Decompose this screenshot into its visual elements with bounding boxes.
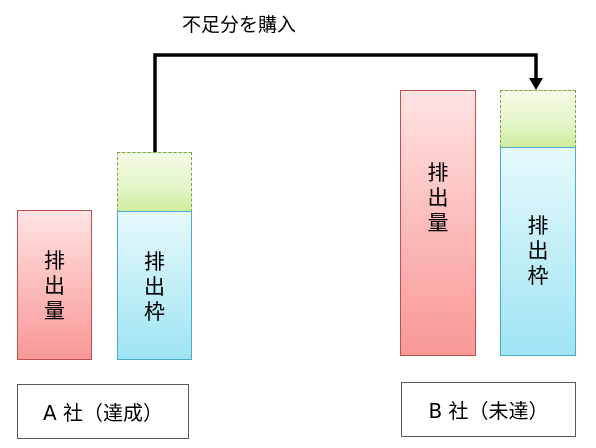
company-b-label-box: B 社（未達） xyxy=(401,382,576,437)
company-b-emission-bar: 排 出 量 xyxy=(400,90,476,356)
arrow-line xyxy=(153,53,538,152)
company-a-quota-label: 排 出 枠 xyxy=(144,250,165,324)
company-a-label: A 社（達成） xyxy=(42,401,164,425)
company-a-label-box: A 社（達成） xyxy=(17,384,189,439)
company-a-quota-bar: 排 出 枠 xyxy=(117,211,192,360)
company-b-quota-label: 排 出 枠 xyxy=(527,214,549,288)
company-b-shortfall-area xyxy=(500,90,576,148)
company-a-surplus-area xyxy=(117,152,192,212)
arrow-head xyxy=(529,78,543,90)
company-b-emission-label: 排 出 量 xyxy=(427,161,449,235)
company-a-emission-label: 排 出 量 xyxy=(44,249,65,323)
company-b-label: B 社（未達） xyxy=(428,399,549,423)
company-a-emission-bar: 排 出 量 xyxy=(17,210,92,360)
company-b-quota-bar: 排 出 枠 xyxy=(500,147,576,356)
purchase-caption: 不足分を購入 xyxy=(182,14,297,36)
